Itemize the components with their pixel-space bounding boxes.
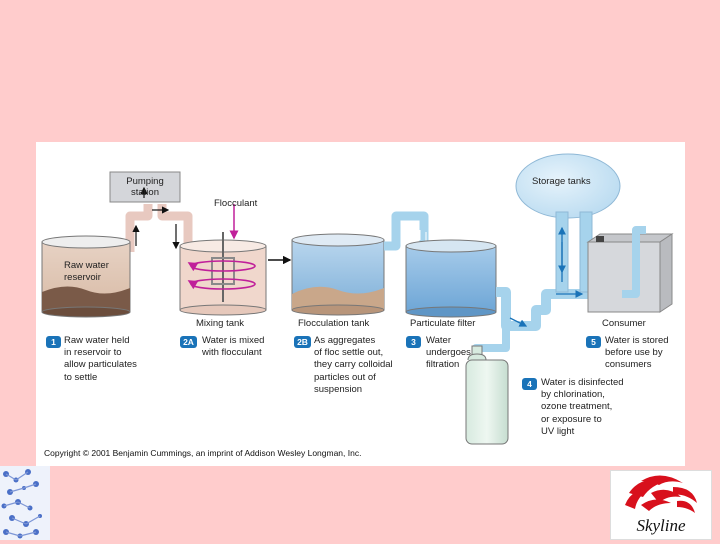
step-badge-1: 1 <box>46 336 61 348</box>
step-5-line: before use by <box>605 347 663 359</box>
step-4-line: or exposure to <box>541 413 602 425</box>
step-2b-line: particles out of <box>314 371 376 383</box>
raw-water-line-1: Raw water <box>64 260 109 271</box>
step-5-line: Water is stored <box>605 335 669 346</box>
corner-thumbnail-image <box>0 466 50 540</box>
caption-consumer: Consumer <box>602 318 646 329</box>
pumping-station-line-1: Pumping <box>126 176 164 187</box>
step-2b-line: they carry colloidal <box>314 359 393 371</box>
step-4-line: ozone treatment, <box>541 401 613 413</box>
caption-mixing-tank: Mixing tank <box>196 318 245 329</box>
step-1-line: in reservoir to <box>64 347 122 359</box>
step-1-line: allow particulates <box>64 359 137 371</box>
step-1-line: Raw water held <box>64 335 130 346</box>
pumping-station-label: Pumping station <box>110 176 180 198</box>
raw-water-reservoir-label: Raw water reservoir <box>64 260 109 284</box>
consumer-building <box>586 226 674 313</box>
skyline-logo-graphic: Skyline <box>625 475 697 535</box>
flocculation-tank <box>291 233 385 316</box>
storage-tanks <box>515 153 621 293</box>
skyline-logo: Skyline <box>610 470 712 540</box>
step-2a-line: with flocculant <box>202 347 262 359</box>
step-2b-line: As aggregates <box>314 335 376 346</box>
step-badge-2b: 2B <box>294 336 311 348</box>
step-badge-4: 4 <box>522 378 537 390</box>
step-2b-line: of floc settle out, <box>314 347 384 359</box>
step-3-line: filtration <box>426 359 460 371</box>
step-2b-line: suspension <box>314 383 363 395</box>
pipe-floc-to-filter <box>384 211 429 251</box>
step-4-line: UV light <box>541 425 575 437</box>
step-1-line: to settle <box>64 371 98 383</box>
particulate-filter <box>405 239 497 318</box>
skyline-logo-text: Skyline <box>636 516 686 535</box>
step-3-line: undergoes <box>426 347 471 359</box>
water-treatment-figure: Pumping station Flocculant Raw water res… <box>36 142 685 466</box>
step-badge-2a: 2A <box>180 336 197 348</box>
mixing-tank <box>179 232 267 316</box>
diagram-canvas <box>41 153 674 445</box>
raw-water-reservoir <box>41 235 131 318</box>
step-2a-line: Water is mixed <box>202 335 265 346</box>
storage-tanks-label: Storage tanks <box>532 176 591 187</box>
raw-water-line-2: reservoir <box>64 272 101 283</box>
molecule-pattern-icon <box>0 466 50 540</box>
step-badge-3: 3 <box>406 336 421 348</box>
step-4-line: Water is disinfected <box>541 377 624 388</box>
step-badge-5: 5 <box>586 336 601 348</box>
step-5-line: consumers <box>605 359 652 371</box>
flocculant-label: Flocculant <box>214 198 258 209</box>
copyright-text: Copyright © 2001 Benjamin Cummings, an i… <box>44 448 362 458</box>
pipe-filter-to-consumer <box>496 287 622 331</box>
pumping-station-line-2: station <box>131 187 159 198</box>
pipe-reservoir-to-mixer <box>125 204 193 252</box>
caption-particulate-filter: Particulate filter <box>410 318 476 329</box>
caption-flocculation-tank: Flocculation tank <box>298 318 370 329</box>
chlorination-bottle <box>465 345 509 445</box>
step-3-line: Water <box>426 335 451 346</box>
step-4-line: by chlorination, <box>541 389 605 401</box>
